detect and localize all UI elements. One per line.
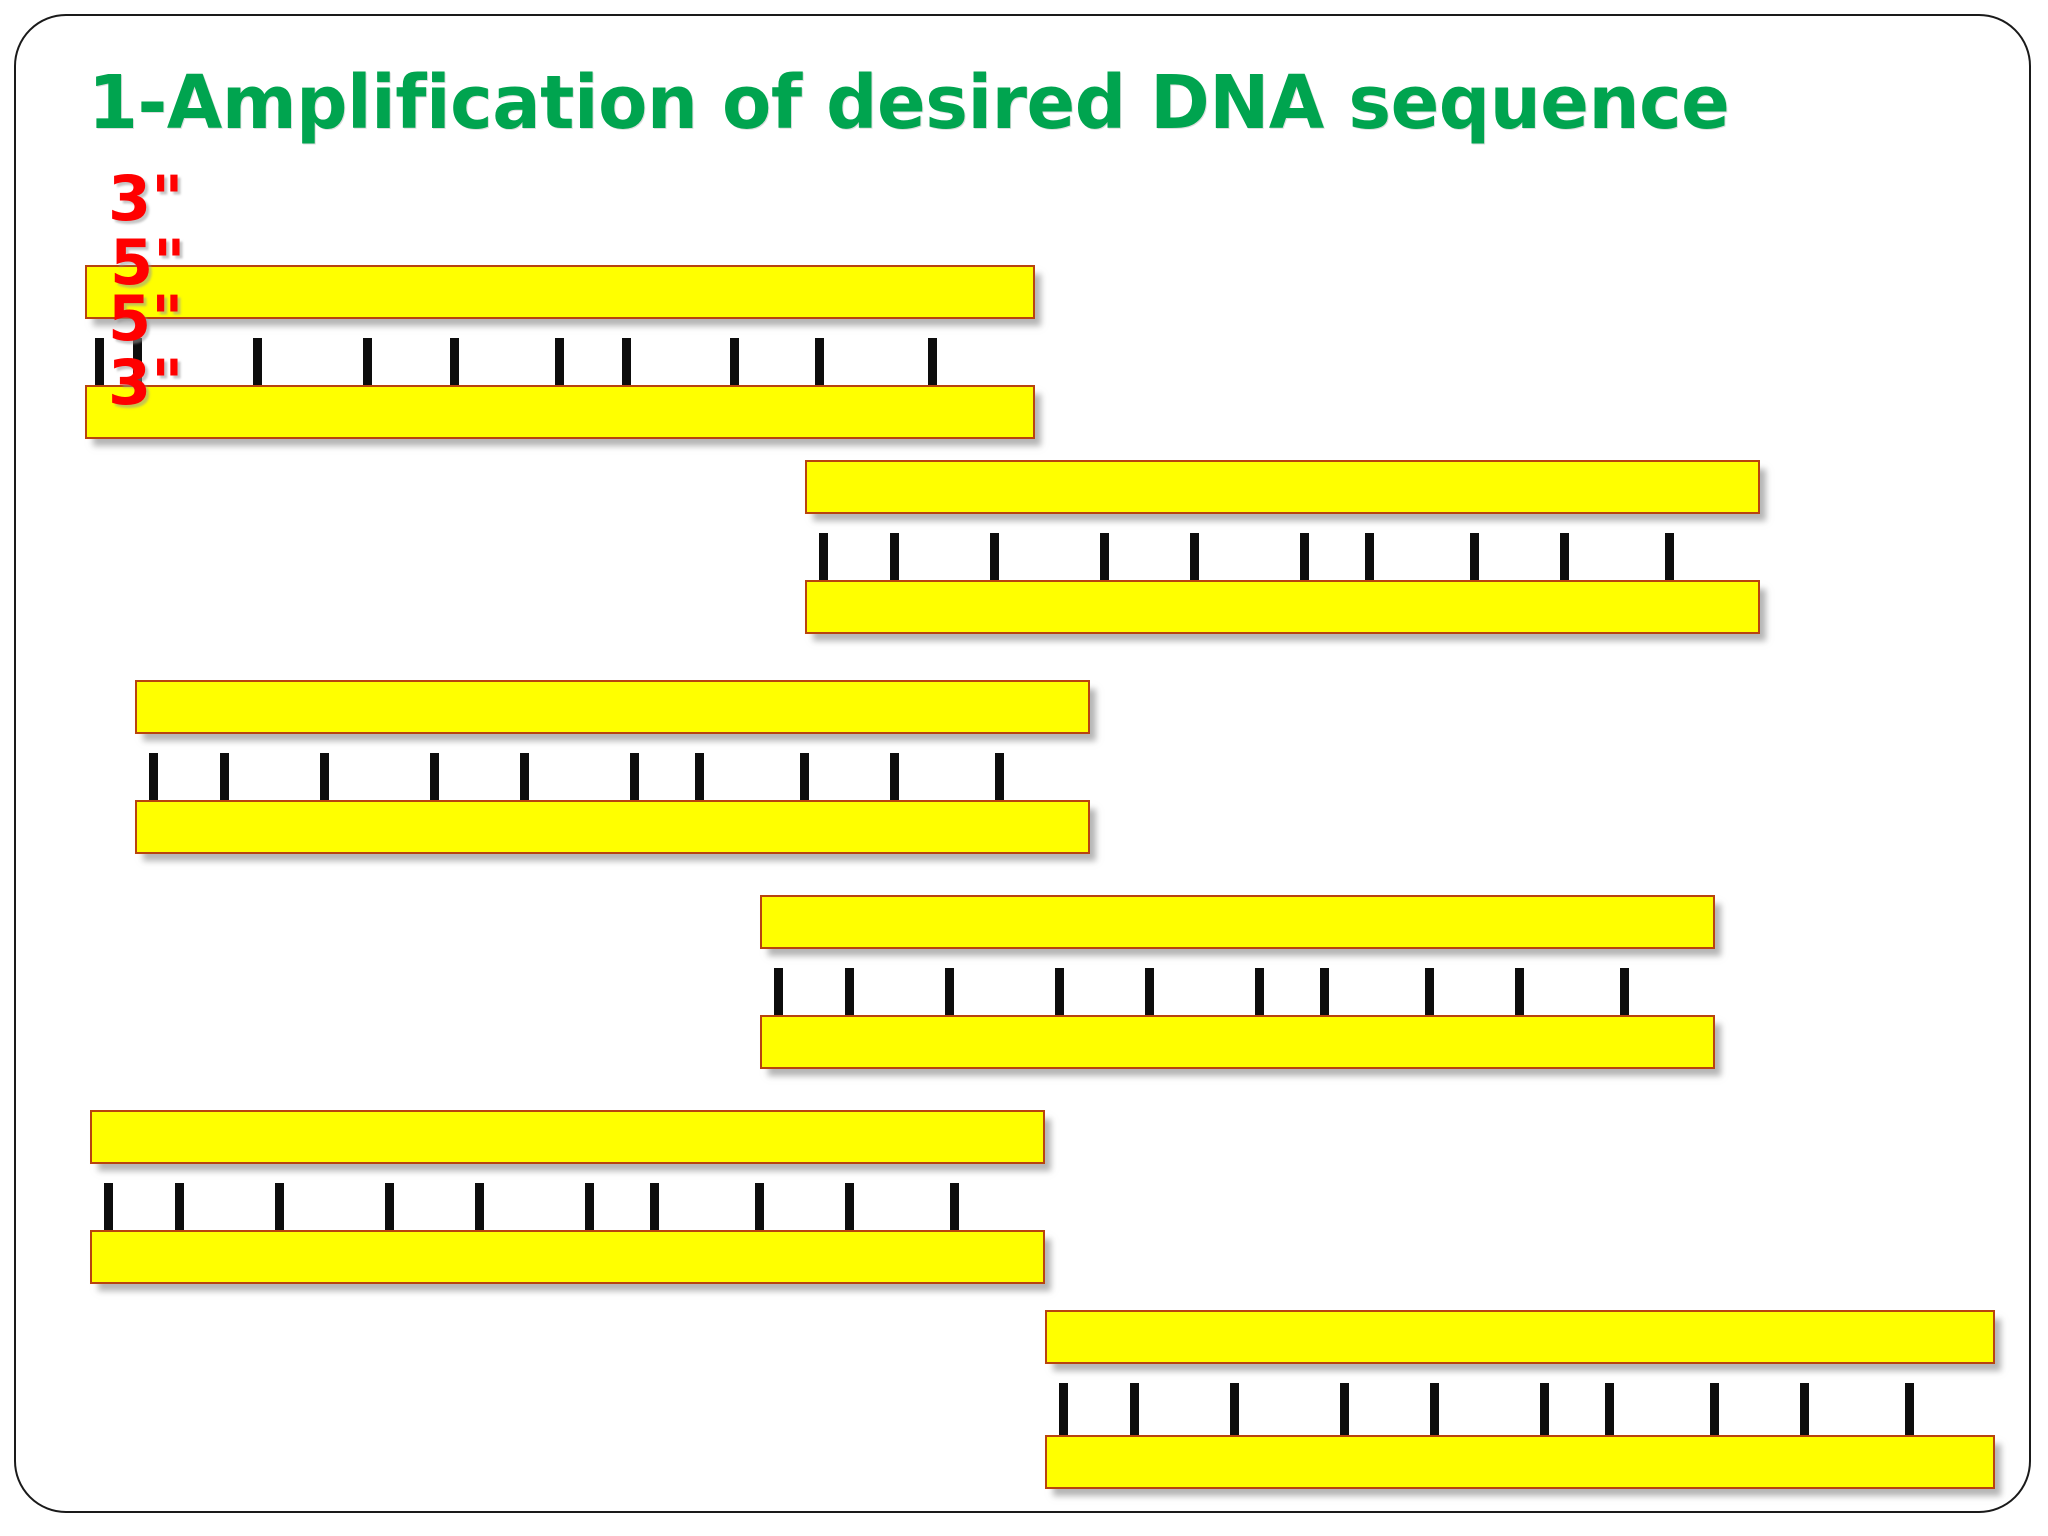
duplex-1-hydrogen-bond-1 (95, 338, 104, 416)
duplex-3-hydrogen-bond-8 (800, 753, 809, 831)
duplex-5-hydrogen-bond-7 (650, 1183, 659, 1261)
duplex-6-hydrogen-bond-8 (1710, 1383, 1719, 1463)
duplex-2-hydrogen-bond-6 (1300, 533, 1309, 611)
duplex-5-hydrogen-bond-6 (585, 1183, 594, 1261)
duplex-3-hydrogen-bond-6 (630, 753, 639, 831)
duplex-4-hydrogen-bond-2 (845, 968, 854, 1046)
duplex-5-hydrogen-bond-8 (755, 1183, 764, 1261)
label-3prime-bottom: 3" (108, 346, 184, 419)
duplex-3-hydrogen-bond-4 (430, 753, 439, 831)
duplex-2-hydrogen-bond-1 (819, 533, 828, 611)
duplex-5-hydrogen-bond-4 (385, 1183, 394, 1261)
duplex-3-hydrogen-bond-1 (149, 753, 158, 831)
duplex-6-hydrogen-bond-10 (1905, 1383, 1914, 1463)
duplex-2-hydrogen-bond-10 (1665, 533, 1674, 611)
duplex-1-hydrogen-bond-8 (730, 338, 739, 416)
slide-border-frame (14, 14, 2031, 1513)
duplex-1-hydrogen-bond-4 (363, 338, 372, 416)
page-title: 1-Amplification of desired DNA sequence (88, 60, 1730, 146)
duplex-3-hydrogen-bond-10 (995, 753, 1004, 831)
duplex-1-hydrogen-bond-10 (928, 338, 937, 416)
duplex-2-hydrogen-bond-4 (1100, 533, 1109, 611)
duplex-1-hydrogen-bond-3 (253, 338, 262, 416)
duplex-4-hydrogen-bond-4 (1055, 968, 1064, 1046)
duplex-4-hydrogen-bond-3 (945, 968, 954, 1046)
duplex-6-hydrogen-bond-6 (1540, 1383, 1549, 1463)
duplex-4-hydrogen-bond-5 (1145, 968, 1154, 1046)
duplex-3-hydrogen-bond-3 (320, 753, 329, 831)
duplex-2-hydrogen-bond-5 (1190, 533, 1199, 611)
duplex-3-hydrogen-bond-2 (220, 753, 229, 831)
duplex-3-hydrogen-bond-7 (695, 753, 704, 831)
duplex-2-top-strand (805, 460, 1760, 514)
duplex-4-hydrogen-bond-8 (1425, 968, 1434, 1046)
duplex-4-top-strand (760, 895, 1715, 949)
duplex-1-hydrogen-bond-5 (450, 338, 459, 416)
duplex-4-hydrogen-bond-1 (774, 968, 783, 1046)
duplex-1-bottom-strand (85, 385, 1035, 439)
duplex-3-hydrogen-bond-9 (890, 753, 899, 831)
duplex-4-hydrogen-bond-7 (1320, 968, 1329, 1046)
label-3prime-top: 3" (108, 162, 184, 235)
duplex-5-top-strand (90, 1110, 1045, 1164)
duplex-2-hydrogen-bond-3 (990, 533, 999, 611)
duplex-6-hydrogen-bond-2 (1130, 1383, 1139, 1463)
duplex-5-hydrogen-bond-2 (175, 1183, 184, 1261)
duplex-5-hydrogen-bond-3 (275, 1183, 284, 1261)
duplex-6-hydrogen-bond-4 (1340, 1383, 1349, 1463)
duplex-5-bottom-strand (90, 1230, 1045, 1284)
duplex-6-hydrogen-bond-7 (1605, 1383, 1614, 1463)
duplex-2-hydrogen-bond-9 (1560, 533, 1569, 611)
duplex-2-hydrogen-bond-7 (1365, 533, 1374, 611)
duplex-2-hydrogen-bond-2 (890, 533, 899, 611)
duplex-6-hydrogen-bond-3 (1230, 1383, 1239, 1463)
duplex-4-hydrogen-bond-10 (1620, 968, 1629, 1046)
duplex-2-hydrogen-bond-8 (1470, 533, 1479, 611)
duplex-6-top-strand (1045, 1310, 1995, 1364)
duplex-6-hydrogen-bond-9 (1800, 1383, 1809, 1463)
duplex-4-hydrogen-bond-9 (1515, 968, 1524, 1046)
duplex-1-hydrogen-bond-7 (622, 338, 631, 416)
duplex-5-hydrogen-bond-5 (475, 1183, 484, 1261)
duplex-1-top-strand (85, 265, 1035, 319)
duplex-1-hydrogen-bond-6 (555, 338, 564, 416)
label-5prime-top: 5" (110, 226, 186, 299)
duplex-4-hydrogen-bond-6 (1255, 968, 1264, 1046)
duplex-6-hydrogen-bond-5 (1430, 1383, 1439, 1463)
duplex-5-hydrogen-bond-9 (845, 1183, 854, 1261)
duplex-1-hydrogen-bond-2 (133, 338, 142, 416)
duplex-1-hydrogen-bond-9 (815, 338, 824, 416)
duplex-3-bottom-strand (135, 800, 1090, 854)
duplex-6-bottom-strand (1045, 1435, 1995, 1489)
duplex-5-hydrogen-bond-10 (950, 1183, 959, 1261)
duplex-2-bottom-strand (805, 580, 1760, 634)
duplex-3-top-strand (135, 680, 1090, 734)
duplex-5-hydrogen-bond-1 (104, 1183, 113, 1261)
duplex-4-bottom-strand (760, 1015, 1715, 1069)
label-5prime-bottom: 5" (108, 282, 184, 355)
duplex-6-hydrogen-bond-1 (1059, 1383, 1068, 1463)
duplex-3-hydrogen-bond-5 (520, 753, 529, 831)
